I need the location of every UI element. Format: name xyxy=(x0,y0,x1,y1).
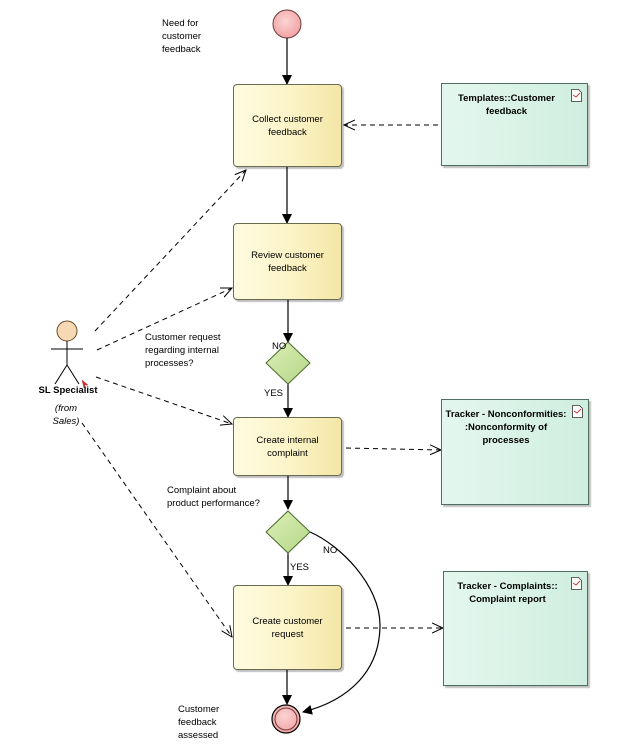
decision1-question: Customer request regarding internal proc… xyxy=(145,332,221,369)
decision1-yes-label: YES xyxy=(264,388,284,399)
start-label: Need for customer feedback xyxy=(162,18,202,55)
decision2-no-label: NO xyxy=(323,545,338,556)
flow-decision2-no xyxy=(302,531,381,715)
activity-create-customer-request[interactable]: Create customer request xyxy=(233,585,342,670)
artifact-complaint-title: Tracker - Complaints:: Complaint report xyxy=(457,581,558,605)
end-node[interactable] xyxy=(271,704,301,734)
actor-name: SL Specialist xyxy=(38,385,98,396)
end-node-ring xyxy=(274,707,298,731)
actor-package: (from Sales) xyxy=(52,403,80,427)
actor-link-collect xyxy=(94,170,246,332)
activity-review-feedback[interactable]: Review customer feedback xyxy=(233,223,342,300)
artifact-nonconformity-of-processes[interactable]: Tracker - Nonconformities: :Nonconformit… xyxy=(441,399,589,505)
stick-figure-icon[interactable] xyxy=(51,320,89,389)
artifact-nonconformity-title: Tracker - Nonconformities: :Nonconformit… xyxy=(445,409,567,446)
document-icon xyxy=(571,577,582,590)
decision2-yes-label: YES xyxy=(290,562,310,573)
decision2-question: Complaint about product performance? xyxy=(167,485,260,509)
dep-internal-to-nonconformity xyxy=(345,448,441,450)
decision-product-performance[interactable] xyxy=(265,510,311,554)
document-icon xyxy=(572,405,583,418)
start-node[interactable] xyxy=(272,9,302,39)
activity-collect-feedback[interactable]: Collect customer feedback xyxy=(233,84,342,167)
actor-link-review xyxy=(96,288,232,351)
document-icon xyxy=(571,89,582,102)
actor-link-request xyxy=(81,422,232,637)
artifact-templates-title: Templates::Customer feedback xyxy=(458,93,555,117)
decision1-no-label: NO xyxy=(272,341,287,352)
end-label: Customer feedback assessed xyxy=(178,704,220,741)
actor-link-internal xyxy=(95,376,232,424)
activity-create-internal-complaint[interactable]: Create internal complaint xyxy=(233,417,342,476)
artifact-complaint-report[interactable]: Tracker - Complaints:: Complaint report xyxy=(443,571,588,686)
decision-internal-processes[interactable] xyxy=(265,341,311,385)
artifact-templates-customer-feedback[interactable]: Templates::Customer feedback xyxy=(441,83,588,166)
